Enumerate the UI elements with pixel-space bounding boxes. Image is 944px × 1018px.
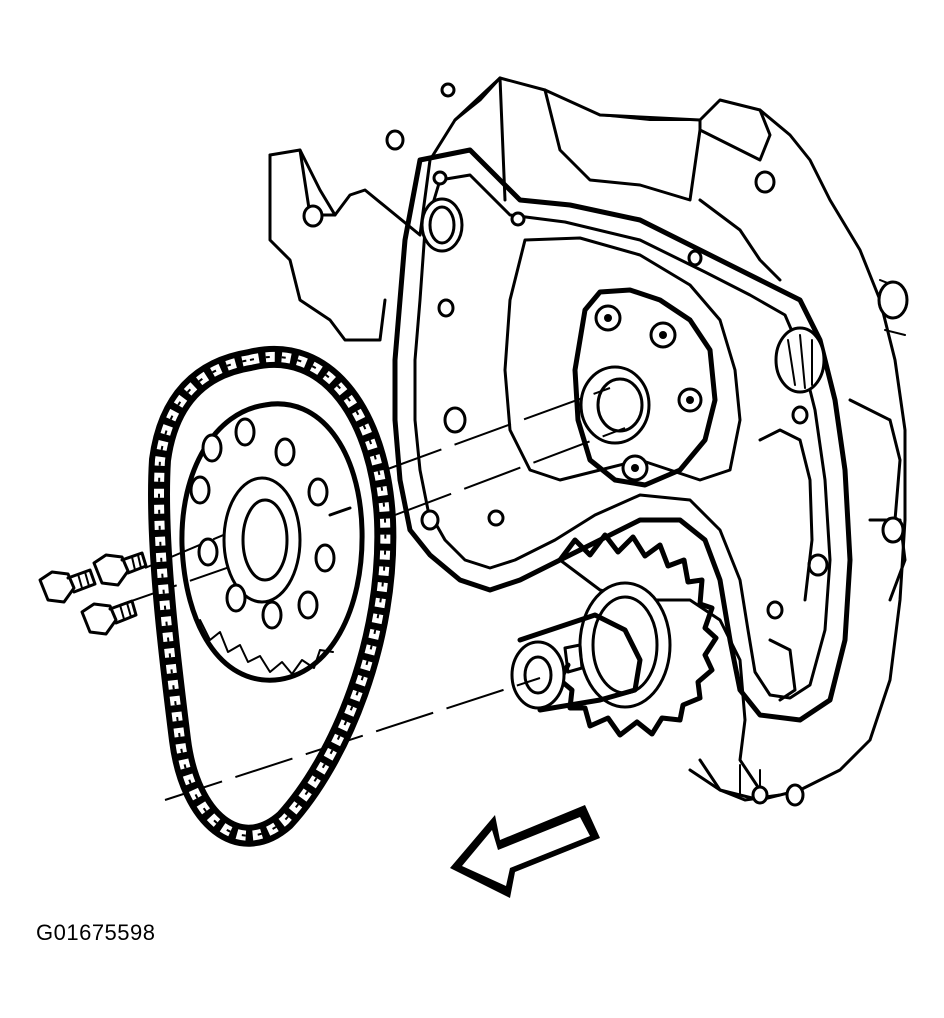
- bolt-3: [80, 599, 138, 636]
- crankshaft-snout: [510, 612, 643, 713]
- camshaft-sprocket: [179, 401, 365, 683]
- bolt-1: [38, 568, 97, 604]
- bolt-2: [92, 551, 148, 587]
- sprocket-bolts: [38, 551, 148, 636]
- crankshaft-sprocket: [557, 532, 719, 738]
- engine-block: [268, 76, 909, 802]
- camshaft-nose: [572, 287, 718, 488]
- timing-chain: [148, 345, 397, 847]
- arrow-left-icon: [450, 805, 600, 898]
- figure-id-label: G01675598: [36, 920, 156, 945]
- front-cover-plate: [392, 147, 907, 807]
